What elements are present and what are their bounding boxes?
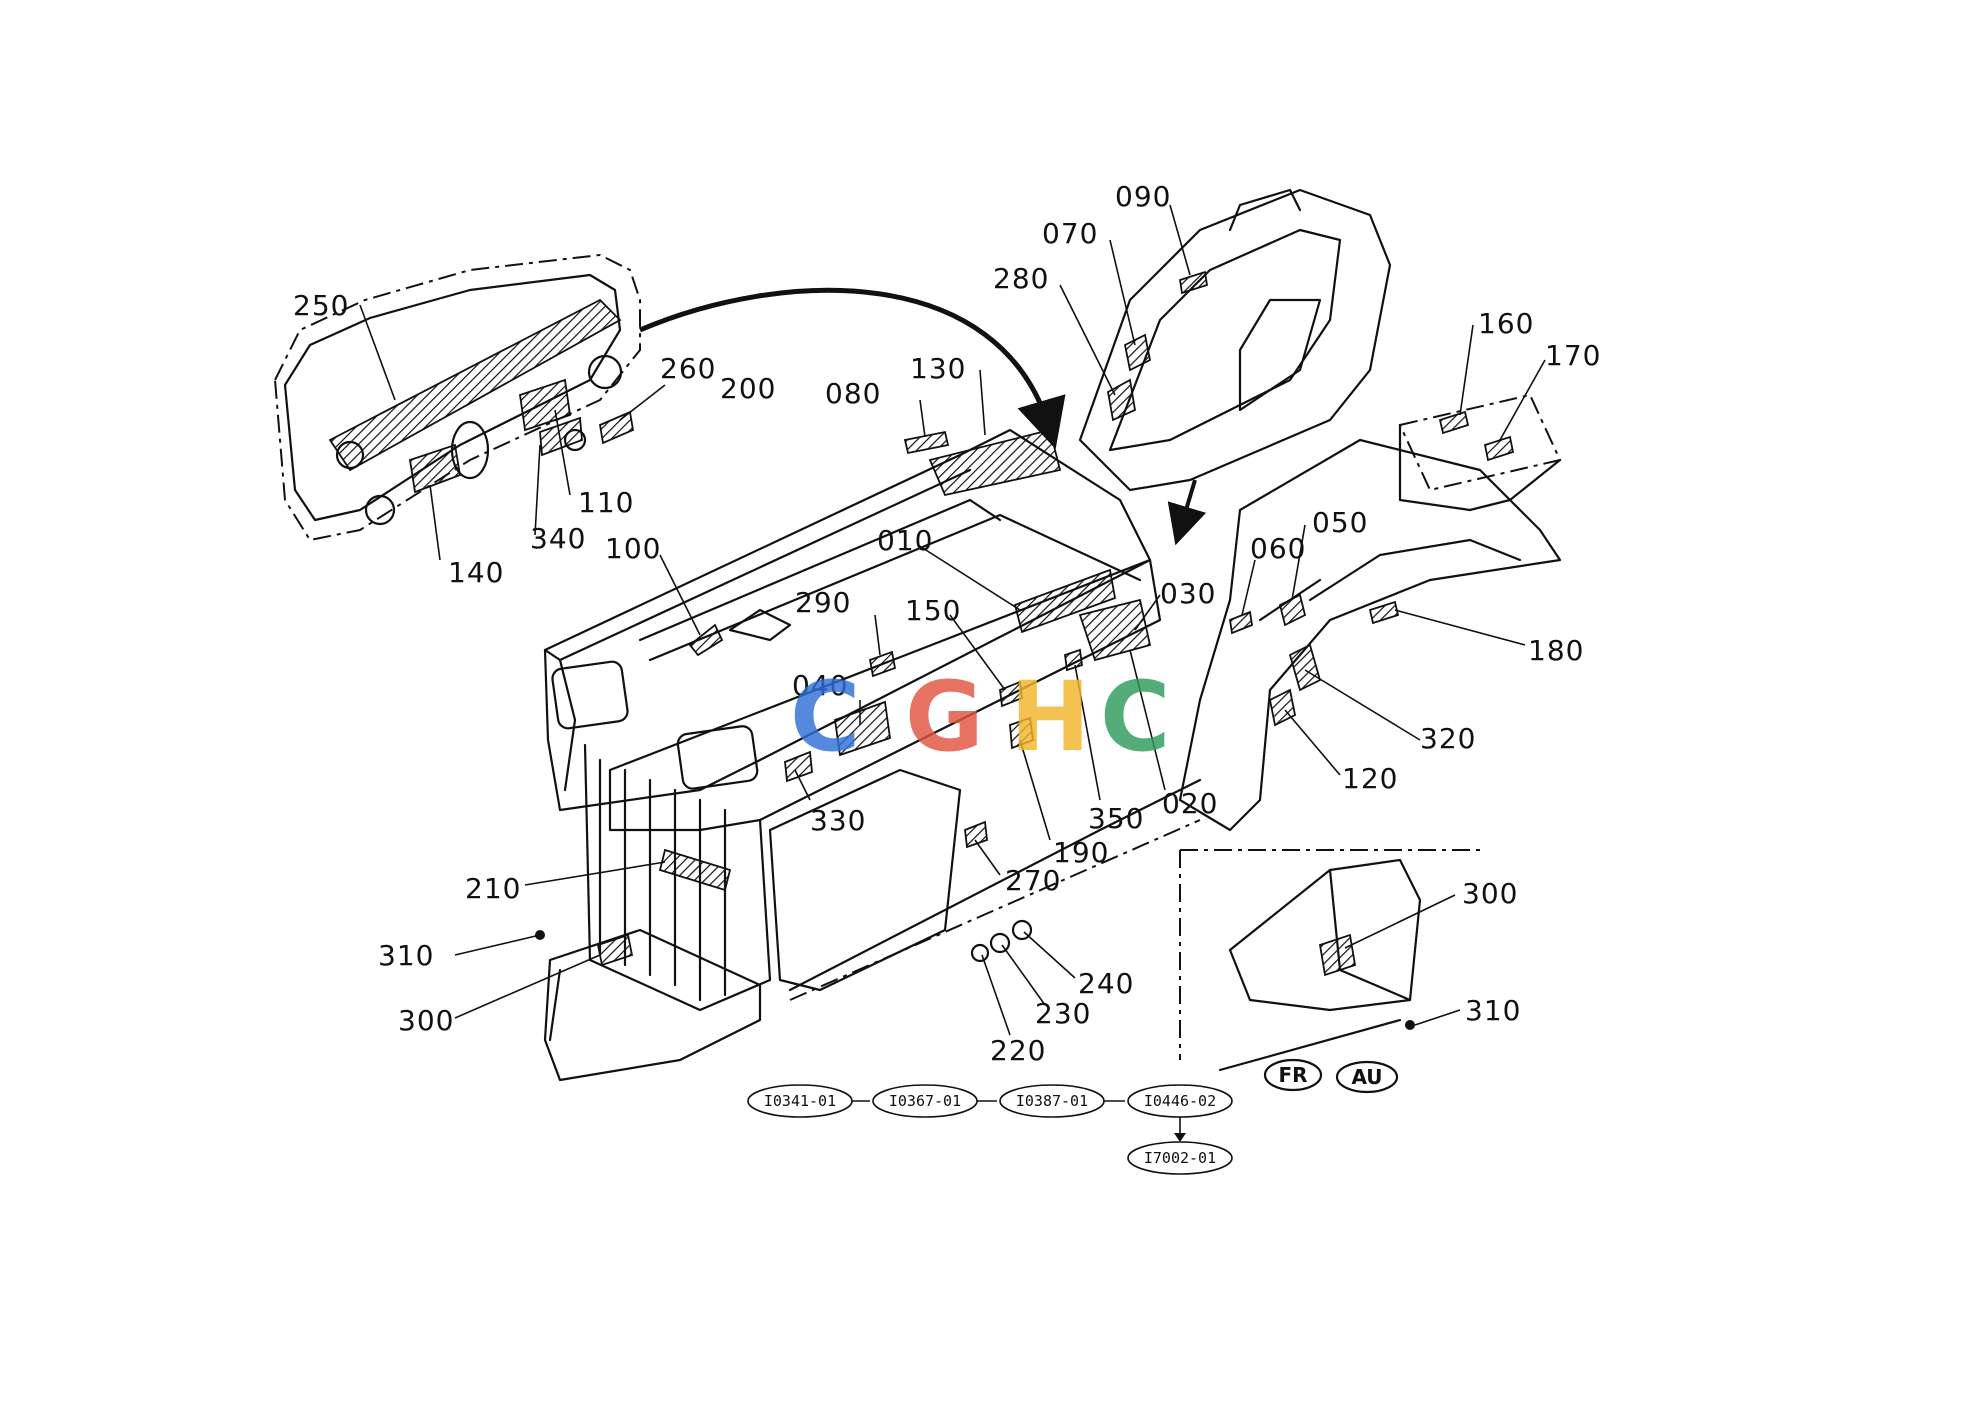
label-140: 140 [448, 556, 504, 589]
label-200: 200 [720, 372, 776, 405]
watermark-letter-4: C [1100, 661, 1170, 773]
watermark-letter-3: H [1010, 661, 1090, 773]
decal-050 [1278, 593, 1307, 627]
label-050: 050 [1312, 506, 1368, 539]
decal-340 [539, 416, 583, 457]
decal-280 [1107, 378, 1137, 422]
serial-1: I0341-01 [764, 1092, 836, 1110]
label-190: 190 [1053, 836, 1109, 869]
part-labels: 250 260 200 110 340 140 080 130 280 070 … [293, 180, 1601, 1067]
label-310-inset: 310 [1465, 994, 1521, 1027]
decal-010 [1013, 568, 1117, 634]
decal-160 [1438, 410, 1470, 435]
label-170: 170 [1545, 339, 1601, 372]
fuel-box [1398, 393, 1562, 512]
decal-120 [1268, 688, 1297, 727]
leader-lines [359, 204, 1546, 1036]
label-270: 270 [1005, 864, 1061, 897]
label-250: 250 [293, 289, 349, 322]
label-310: 310 [378, 939, 434, 972]
decal-090 [1178, 270, 1209, 295]
label-350: 350 [1088, 802, 1144, 835]
serial-2: I0367-01 [889, 1092, 961, 1110]
watermark-logo: C G H C [790, 661, 1170, 773]
decal-070 [1123, 333, 1152, 372]
decal-170 [1483, 435, 1515, 462]
decal-130 [928, 428, 1062, 497]
front-grille [583, 743, 772, 1012]
decal-270 [964, 820, 988, 849]
label-340: 340 [530, 522, 586, 555]
serial-chain: I0341-01 I0367-01 I0387-01 I0446-02 I700… [747, 1084, 1233, 1175]
rear-fender [1178, 438, 1562, 832]
label-160: 160 [1478, 307, 1534, 340]
label-030: 030 [1160, 577, 1216, 610]
label-300: 300 [398, 1004, 454, 1037]
watermark-letter-2: G [905, 661, 984, 773]
decal-330 [784, 750, 813, 783]
label-020: 020 [1162, 787, 1218, 820]
front-bumper [535, 928, 762, 1082]
decal-290 [868, 650, 897, 678]
label-300-inset: 300 [1462, 877, 1518, 910]
region-fr: FR [1278, 1063, 1307, 1087]
instrument-panel [273, 253, 641, 542]
label-040: 040 [792, 669, 848, 702]
label-240: 240 [1078, 967, 1134, 1000]
label-320: 320 [1420, 722, 1476, 755]
label-060: 060 [1250, 532, 1306, 565]
label-070: 070 [1042, 217, 1098, 250]
decal-040 [834, 700, 891, 757]
region-au: AU [1351, 1065, 1382, 1089]
decal-210 [658, 848, 732, 892]
serial-4: I0446-02 [1144, 1092, 1216, 1110]
watermark-letter-1: C [790, 661, 860, 773]
decal-180 [1368, 600, 1400, 625]
decal-260 [598, 410, 635, 445]
label-290: 290 [795, 586, 851, 619]
serial-3: I0387-01 [1016, 1092, 1088, 1110]
decal-300-front [596, 933, 634, 967]
label-330: 330 [810, 804, 866, 837]
decal-150 [999, 680, 1023, 708]
decal-350 [1064, 648, 1083, 672]
decal-020 [1078, 598, 1152, 662]
label-100: 100 [605, 532, 661, 565]
decal-190 [1009, 716, 1034, 750]
label-130: 130 [910, 352, 966, 385]
decal-140 [408, 443, 462, 494]
label-090: 090 [1115, 180, 1171, 213]
label-110: 110 [578, 486, 634, 519]
hood-assembly [543, 428, 1162, 849]
label-180: 180 [1528, 634, 1584, 667]
decal-320 [1288, 643, 1322, 692]
label-010: 010 [877, 524, 933, 557]
decal-250 [328, 298, 622, 472]
assembly-arrow [639, 287, 1066, 450]
serial-5: I7002-01 [1144, 1149, 1216, 1167]
label-280: 280 [993, 262, 1049, 295]
label-120: 120 [1342, 762, 1398, 795]
seat-housing [1078, 188, 1392, 492]
label-230: 230 [1035, 997, 1091, 1030]
decal-100 [688, 623, 724, 657]
decal-060 [1229, 610, 1253, 635]
inset-fr-au [1179, 849, 1480, 1072]
side-cover [768, 768, 1202, 1001]
decal-110 [519, 378, 571, 432]
label-220: 220 [990, 1034, 1046, 1067]
label-260: 260 [660, 352, 716, 385]
region-badges: FR AU [1263, 1058, 1399, 1094]
label-210: 210 [465, 872, 521, 905]
label-150: 150 [905, 594, 961, 627]
fasteners [970, 919, 1033, 963]
decal-300-inset [1318, 933, 1357, 977]
decal-080 [903, 430, 950, 455]
label-080: 080 [825, 377, 881, 410]
